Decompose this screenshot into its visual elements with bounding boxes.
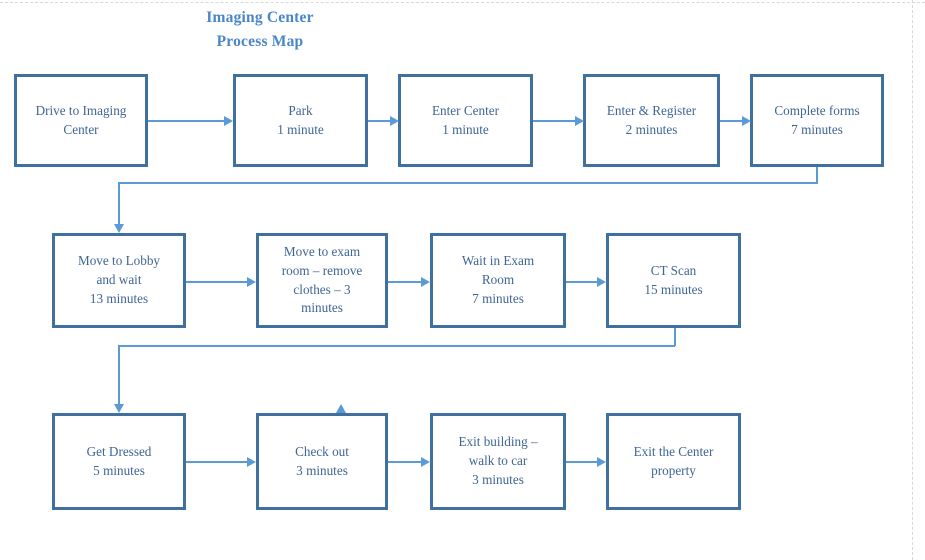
connector-register-to-complete-forms: [720, 120, 742, 122]
node-line: Enter Center: [431, 102, 499, 118]
process-node-get-dressed[interactable]: Get Dressed 5 minutes: [52, 413, 186, 510]
node-line: and wait: [96, 272, 142, 288]
process-node-drive-to-imaging-center[interactable]: Drive to Imaging Center: [14, 74, 148, 167]
arrowhead-right-icon: [597, 457, 606, 467]
connector-row1-to-row2-down-b: [118, 182, 120, 224]
arrowhead-right-icon: [575, 116, 584, 126]
arrowhead-down-icon: [114, 224, 124, 233]
page-title-line-2: Process Map: [216, 33, 304, 51]
node-line: 1 minute: [442, 121, 489, 137]
node-line: Check out: [295, 443, 349, 459]
node-line: Wait in Exam: [461, 253, 535, 269]
node-line: Get Dressed: [86, 443, 152, 459]
node-line: Center: [63, 121, 99, 137]
node-line: Exit building –: [458, 434, 538, 450]
node-line: property: [651, 462, 696, 478]
arrowhead-right-icon: [421, 457, 430, 467]
process-node-exit-the-center-property[interactable]: Exit the Center property: [606, 413, 741, 510]
page-title-line-1: Imaging Center: [206, 9, 314, 26]
arrowhead-right-icon: [421, 277, 430, 287]
connector-lobby-to-exam-room: [186, 281, 247, 283]
node-line: 7 minutes: [791, 121, 843, 137]
node-line: 5 minutes: [93, 462, 145, 478]
arrowhead-right-icon: [742, 116, 751, 126]
arrowhead-right-icon: [224, 116, 233, 126]
process-node-move-to-exam-room[interactable]: Move to exam room – remove clothes – 3 m…: [256, 233, 388, 328]
process-node-park[interactable]: Park 1 minute: [233, 74, 368, 167]
node-line: 15 minutes: [644, 281, 703, 297]
connector-exam-room-to-wait: [388, 281, 421, 283]
node-line: Enter & Register: [606, 102, 697, 118]
node-line: room – remove: [281, 262, 363, 278]
arrowhead-up-icon: [336, 404, 346, 413]
node-line: Move to exam: [283, 244, 361, 260]
node-line: Park: [288, 102, 313, 118]
page-margin-guide-top: [0, 2, 925, 3]
process-node-enter-and-register[interactable]: Enter & Register 2 minutes: [583, 74, 720, 167]
connector-row2-to-row3-down-a: [674, 328, 676, 346]
page-title: Imaging Center Process Map: [150, 6, 370, 54]
connector-row2-to-row3-down-b: [118, 345, 120, 404]
node-line: 2 minutes: [625, 121, 678, 137]
arrowhead-right-icon: [247, 457, 256, 467]
process-node-enter-center[interactable]: Enter Center 1 minute: [398, 74, 533, 167]
node-line: Complete forms: [774, 102, 860, 118]
node-line: 1 minute: [277, 121, 324, 137]
connector-enter-center-to-register: [533, 120, 575, 122]
node-line: walk to car: [468, 453, 528, 469]
process-node-complete-forms[interactable]: Complete forms 7 minutes: [750, 74, 884, 167]
node-line: Move to Lobby: [77, 253, 161, 269]
node-line: 3 minutes: [296, 462, 348, 478]
connector-park-to-enter-center: [368, 120, 390, 122]
arrowhead-down-icon: [114, 404, 124, 413]
node-line: Drive to Imaging: [35, 102, 127, 118]
process-node-wait-in-exam-room[interactable]: Wait in Exam Room 7 minutes: [430, 233, 566, 328]
connector-row1-to-row2-down-a: [816, 167, 818, 183]
node-line: clothes – 3: [293, 281, 351, 297]
connector-exit-building-to-exit-property: [566, 461, 597, 463]
process-node-move-to-lobby-and-wait[interactable]: Move to Lobby and wait 13 minutes: [52, 233, 186, 328]
process-node-check-out[interactable]: Check out 3 minutes: [256, 413, 388, 510]
connector-row2-to-row3-across: [118, 345, 675, 347]
arrowhead-right-icon: [597, 277, 606, 287]
node-line: 3 minutes: [472, 471, 524, 487]
connector-wait-to-ct-scan: [566, 281, 597, 283]
connector-check-out-to-exit-building: [388, 461, 421, 463]
node-line: Exit the Center: [633, 443, 714, 459]
arrowhead-right-icon: [247, 277, 256, 287]
node-line: 13 minutes: [89, 290, 149, 306]
connector-row1-to-row2-across: [118, 182, 818, 184]
page-margin-guide-right: [912, 0, 913, 560]
process-node-exit-building-walk-to-car[interactable]: Exit building – walk to car 3 minutes: [430, 413, 566, 510]
connector-drive-to-park: [148, 120, 224, 122]
node-line: 7 minutes: [472, 290, 524, 306]
node-line: CT Scan: [650, 262, 697, 278]
connector-get-dressed-to-check-out: [186, 461, 247, 463]
node-line: minutes: [301, 300, 343, 316]
node-line: Room: [481, 272, 515, 288]
arrowhead-right-icon: [390, 116, 399, 126]
process-node-ct-scan[interactable]: CT Scan 15 minutes: [606, 233, 741, 328]
